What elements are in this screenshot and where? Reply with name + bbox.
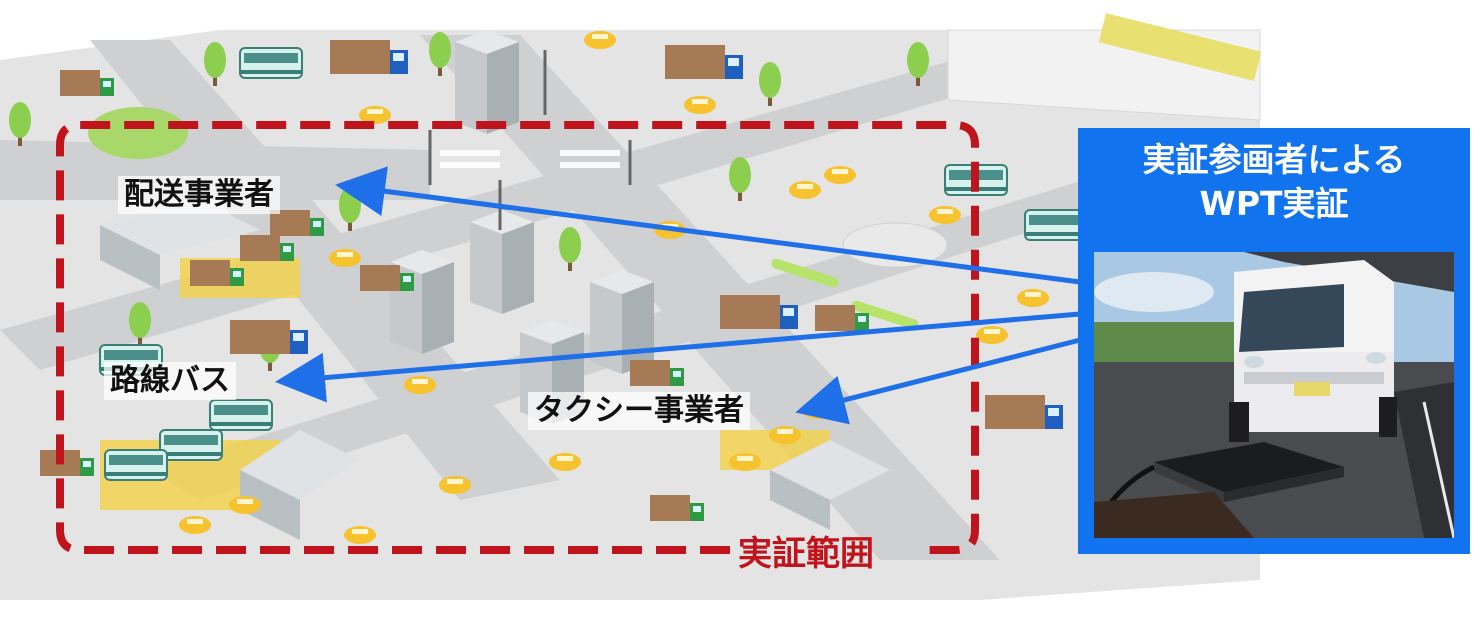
wpt-title-line1: 実証参画者による: [1142, 140, 1406, 179]
label-taxi-operator: タクシー事業者: [528, 392, 750, 430]
wpt-panel-title: 実証参画者による WPT実証: [1078, 138, 1470, 226]
wpt-demonstration-panel: 実証参画者による WPT実証: [1078, 128, 1470, 554]
train-icon: [1098, 13, 1262, 81]
warehouses: [100, 200, 890, 540]
arrow-to-taxi: [795, 337, 1081, 425]
range-border: [56, 121, 979, 554]
arrow-to-delivery: [335, 166, 1081, 285]
charging-pad-icon: [1094, 442, 1344, 538]
label-demonstration-range: 実証範囲: [738, 534, 874, 574]
van-charging-photo: [1094, 252, 1454, 538]
label-route-bus: 路線バス: [104, 362, 236, 400]
label-delivery-operator: 配送事業者: [118, 176, 280, 214]
van-icon: [1229, 260, 1397, 442]
arrow-to-bus: [275, 311, 1081, 403]
arrows: [275, 166, 1081, 425]
wpt-title-line2: WPT実証: [1199, 184, 1349, 223]
